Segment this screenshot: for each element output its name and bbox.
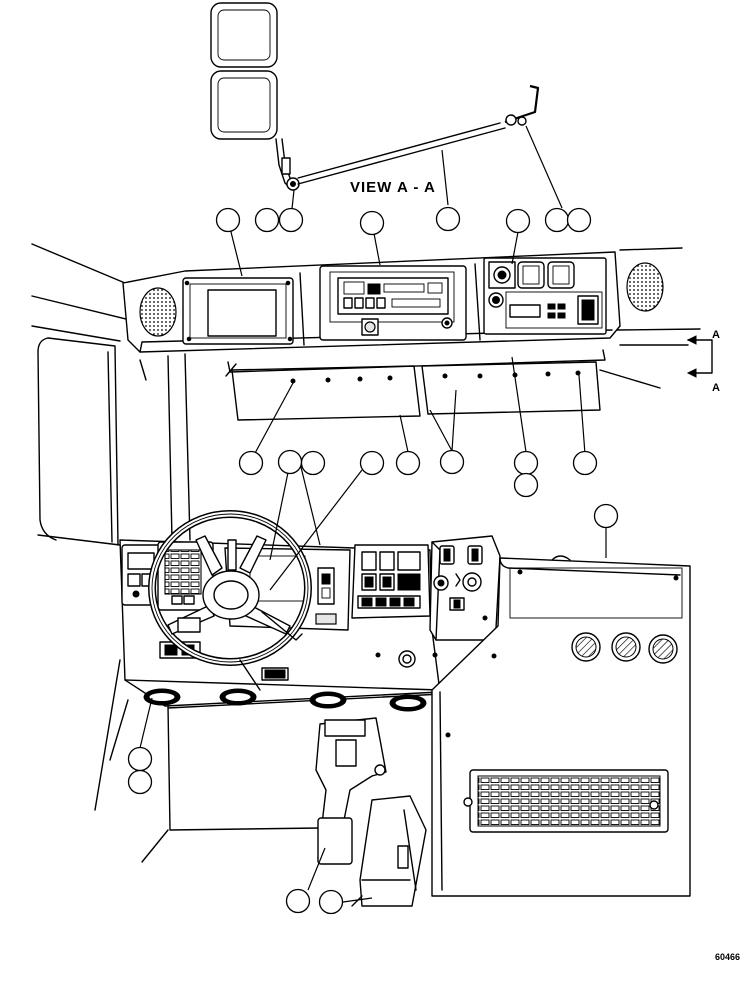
callout-bubble xyxy=(254,207,280,233)
steering-wheel xyxy=(148,510,312,691)
callout-bubble xyxy=(572,450,598,476)
overhead-console xyxy=(31,243,701,421)
pedal-assembly xyxy=(315,717,427,907)
callout-bubble xyxy=(566,207,592,233)
center-switch-panel xyxy=(429,535,501,641)
callout-bubble xyxy=(359,210,385,236)
section-letter-bottom: A xyxy=(712,382,720,394)
leader-lines xyxy=(139,125,607,903)
callout-bubble xyxy=(238,450,264,476)
callout-bubble xyxy=(300,450,326,476)
callout-bubble xyxy=(127,746,153,772)
callout-bubble xyxy=(544,207,570,233)
section-letter-top: A xyxy=(712,329,720,341)
callout-bubble xyxy=(278,207,304,233)
callout-bubble xyxy=(435,206,461,232)
cab-side xyxy=(37,337,191,811)
callout-bubble xyxy=(395,450,421,476)
callout-bubble xyxy=(439,449,465,475)
view-label: VIEW A - A xyxy=(350,179,436,196)
callout-bubble xyxy=(513,450,539,476)
callout-bubble xyxy=(285,888,311,914)
figure-number: 60466 xyxy=(715,952,740,962)
callout-bubble xyxy=(318,889,344,915)
callout-bubbles xyxy=(127,206,619,915)
callout-bubble xyxy=(127,769,153,795)
callout-bubble xyxy=(359,450,385,476)
section-marker: A A xyxy=(686,329,720,394)
mirror-assembly xyxy=(210,2,540,191)
engine-cover xyxy=(431,555,691,897)
callout-bubble xyxy=(593,503,619,529)
callout-bubble xyxy=(513,472,539,498)
callout-bubble xyxy=(277,449,303,475)
callout-bubble xyxy=(505,208,531,234)
callout-bubble xyxy=(215,207,241,233)
